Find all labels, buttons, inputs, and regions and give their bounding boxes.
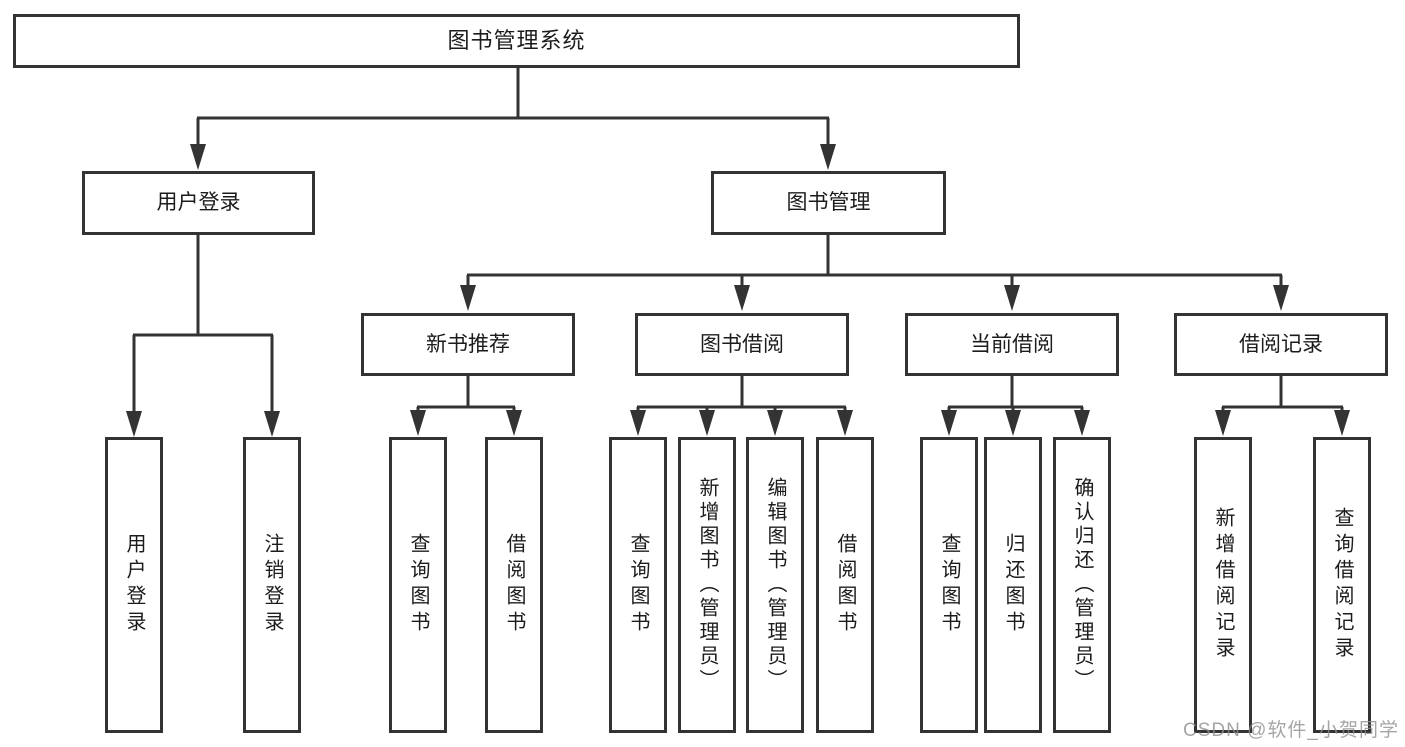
node-book-management: 图书管理 <box>711 171 946 235</box>
leaf-borrow-book-2: 借阅图书 <box>816 437 874 733</box>
leaf-edit-book-admin: 编辑图书（管理员） <box>746 437 804 733</box>
node-root: 图书管理系统 <box>13 14 1020 68</box>
node-user-login: 用户登录 <box>82 171 315 235</box>
leaf-add-borrow-record: 新增借阅记录 <box>1194 437 1252 733</box>
leaf-query-book-3: 查询图书 <box>920 437 978 733</box>
node-new-book-recommend: 新书推荐 <box>361 313 575 376</box>
node-current-borrow: 当前借阅 <box>905 313 1119 376</box>
leaf-user-login: 用户登录 <box>105 437 163 733</box>
leaf-logout: 注销登录 <box>243 437 301 733</box>
leaf-add-book-admin: 新增图书（管理员） <box>678 437 736 733</box>
leaf-confirm-return-admin: 确认归还（管理员） <box>1053 437 1111 733</box>
leaf-query-borrow-record: 查询借阅记录 <box>1313 437 1371 733</box>
leaf-return-book: 归还图书 <box>984 437 1042 733</box>
leaf-query-book-2: 查询图书 <box>609 437 667 733</box>
node-book-borrow: 图书借阅 <box>635 313 849 376</box>
node-borrow-records: 借阅记录 <box>1174 313 1388 376</box>
leaf-query-book-1: 查询图书 <box>389 437 447 733</box>
leaf-borrow-book-1: 借阅图书 <box>485 437 543 733</box>
watermark-text: CSDN @软件_小贺同学 <box>1183 720 1399 741</box>
